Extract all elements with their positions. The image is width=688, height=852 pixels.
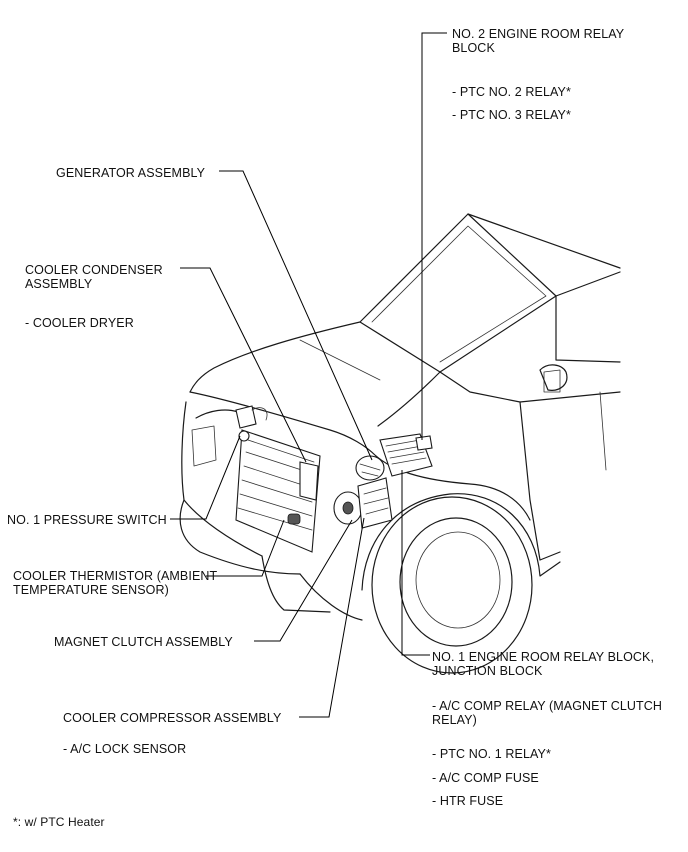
compressor-item-lock-sensor: - A/C LOCK SENSOR [63, 742, 187, 756]
condenser-item-dryer: - COOLER DRYER [25, 316, 134, 330]
relay-block-1-item-comp-relay: - A/C COMP RELAY (MAGNET CLUTCH [432, 699, 662, 713]
relay-block-1-item-comp-fuse: - A/C COMP FUSE [432, 771, 539, 785]
relay-block-2-item-ptc2: - PTC NO. 2 RELAY* [452, 85, 571, 99]
pressure-switch-label: NO. 1 PRESSURE SWITCH [7, 513, 167, 527]
magnet-clutch-label: MAGNET CLUTCH ASSEMBLY [54, 635, 233, 649]
condenser-label-cont: ASSEMBLY [25, 277, 93, 291]
relay-block-1-item-ptc1: - PTC NO. 1 RELAY* [432, 747, 551, 761]
thermistor-label-cont: TEMPERATURE SENSOR) [13, 583, 169, 597]
relay-block-component [379, 433, 433, 477]
leader-lines [170, 32, 447, 718]
vehicle-body [179, 213, 621, 674]
compressor-component [333, 477, 393, 529]
relay-block-2-title: NO. 2 ENGINE ROOM RELAY [452, 27, 625, 41]
relay-block-1-item-comp-relay-cont: RELAY) [432, 713, 477, 727]
relay-block-2-item-ptc3: - PTC NO. 3 RELAY* [452, 108, 571, 122]
condenser-component [235, 429, 321, 553]
pressure-switch-component [235, 405, 268, 442]
footnote: *: w/ PTC Heater [13, 815, 105, 829]
relay-block-1-title-cont: JUNCTION BLOCK [432, 664, 543, 678]
compressor-label: COOLER COMPRESSOR ASSEMBLY [63, 711, 282, 725]
generator-label: GENERATOR ASSEMBLY [56, 166, 206, 180]
relay-block-2-title-cont: BLOCK [452, 41, 495, 55]
relay-block-1-title: NO. 1 ENGINE ROOM RELAY BLOCK, [432, 650, 655, 664]
relay-block-1-item-htr-fuse: - HTR FUSE [432, 794, 504, 808]
condenser-label: COOLER CONDENSER [25, 263, 163, 277]
generator-component [355, 455, 385, 481]
thermistor-label: COOLER THERMISTOR (AMBIENT [13, 569, 218, 583]
